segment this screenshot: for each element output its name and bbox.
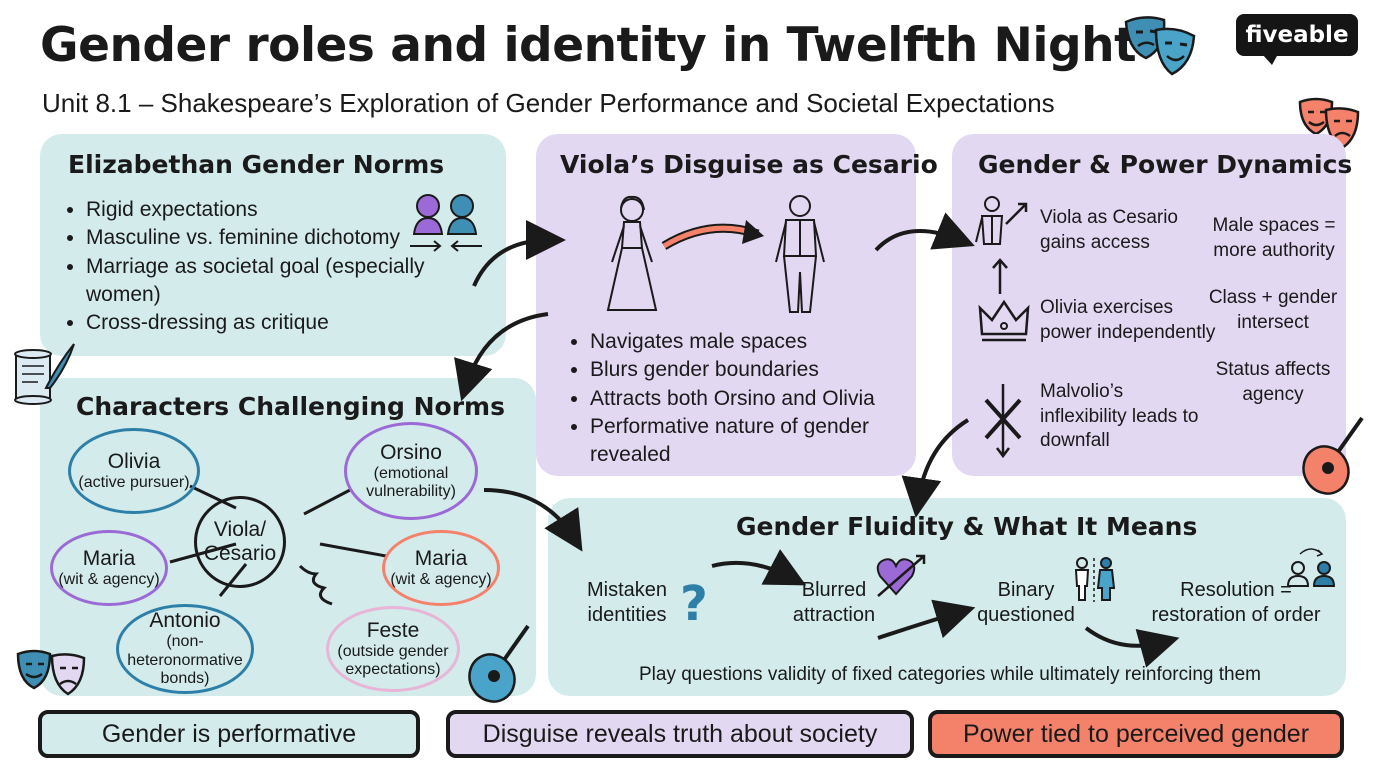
fluidity-footer: Play questions validity of fixed categor…	[638, 664, 1262, 685]
norms-bullet: Marriage as societal goal (especially wo…	[86, 253, 466, 310]
power-note: Status affects agency	[1215, 359, 1331, 405]
fluidity-panel	[548, 498, 1346, 696]
character-desc: (active pursuer)	[78, 473, 190, 491]
character-desc: (emotional vulnerability)	[366, 464, 456, 500]
fiveable-logo[interactable]: fiveable	[1236, 14, 1358, 56]
takeaway-banner: Gender is performative	[38, 710, 420, 758]
power-note: Class + gender intersect	[1208, 287, 1338, 333]
norms-bullet: Cross-dressing as critique	[86, 309, 466, 337]
fluidity-title: Gender Fluidity & What It Means	[736, 512, 1198, 541]
character-node-orsino: Orsino (emotional vulnerability)	[344, 422, 478, 520]
power-note: Male spaces = more authority	[1212, 215, 1336, 261]
figure-rising-icon	[975, 196, 1028, 245]
disguise-title: Viola’s Disguise as Cesario	[560, 150, 938, 179]
disguise-panel	[536, 134, 916, 476]
people-exchange-icon	[1286, 548, 1336, 587]
up-arrow-icon	[992, 258, 1008, 294]
fluidity-step: Resolution = restoration of order	[1151, 579, 1321, 626]
characters-title: Characters Challenging Norms	[76, 392, 505, 421]
question-mark-icon: ?	[680, 576, 708, 628]
fluidity-step: Binary questioned	[977, 579, 1075, 626]
character-name: Maria	[414, 546, 468, 570]
woman-in-dress-icon	[606, 195, 658, 311]
page-subtitle: Unit 8.1 – Shakespeare’s Exploration of …	[42, 88, 1055, 118]
character-name: Feste	[366, 618, 420, 642]
character-desc: (non-heteronormative bonds)	[127, 633, 243, 688]
power-panel	[952, 134, 1346, 476]
norms-bullet: Masculine vs. feminine dichotomy	[86, 224, 466, 252]
transformation-arrow-icon	[661, 220, 764, 250]
man-in-doublet-icon	[775, 195, 825, 313]
character-name: Orsino	[380, 440, 442, 464]
power-title: Gender & Power Dynamics	[978, 150, 1353, 179]
norms-bullet: Rigid expectations	[86, 196, 466, 224]
fluidity-step: Mistaken identities	[586, 579, 668, 626]
disguise-bullet: Attracts both Orsino and Olivia	[590, 385, 920, 413]
lute-icon	[1302, 416, 1364, 495]
character-center-label: Viola/ Cesario	[203, 518, 277, 565]
fluidity-step: Blurred attraction	[792, 579, 876, 626]
disguise-bullet: Blurs gender boundaries	[590, 356, 920, 384]
character-name: Maria	[82, 546, 136, 570]
theater-masks-icon	[1124, 16, 1196, 76]
character-desc: (wit & agency)	[58, 570, 160, 588]
takeaway-banner: Disguise reveals truth about society	[446, 710, 914, 758]
power-item: Malvolio’s inflexibility leads to downfa…	[1040, 381, 1199, 452]
norms-title: Elizabethan Gender Norms	[68, 150, 445, 179]
character-node-feste: Feste (outside gender expectations)	[326, 606, 460, 692]
scroll-quill-icon	[14, 343, 75, 405]
character-node-maria-right: Maria (wit & agency)	[382, 530, 500, 606]
character-node-maria-left: Maria (wit & agency)	[50, 530, 168, 606]
disguise-bullet-list: Navigates male spaces Blurs gender bound…	[566, 328, 920, 470]
character-name: Antonio	[149, 609, 221, 633]
blocked-cross-icon	[984, 384, 1022, 459]
character-desc: (wit & agency)	[390, 570, 492, 588]
disguise-bullet: Navigates male spaces	[590, 328, 920, 356]
character-node-olivia: Olivia (active pursuer)	[68, 428, 200, 514]
character-center-viola: Viola/ Cesario	[194, 496, 286, 588]
character-name: Olivia	[107, 449, 161, 473]
heart-arrow-icon	[876, 554, 926, 597]
theater-masks-icon	[16, 649, 86, 696]
crown-icon	[978, 299, 1030, 342]
character-desc: (outside gender expectations)	[337, 642, 449, 678]
svg-text:?: ?	[680, 576, 708, 628]
power-item: Olivia exercises power independently	[1040, 297, 1216, 343]
page-title: Gender roles and identity in Twelfth Nig…	[40, 18, 1137, 73]
lute-icon	[468, 624, 530, 703]
people-profiles-icon	[410, 194, 482, 252]
power-item: Viola as Cesario gains access	[1040, 207, 1179, 253]
takeaway-banner: Power tied to perceived gender	[928, 710, 1344, 758]
character-node-antonio: Antonio (non-heteronormative bonds)	[116, 604, 254, 694]
binary-figures-icon	[1074, 557, 1116, 602]
norms-bullet-list: Rigid expectations Masculine vs. feminin…	[62, 196, 466, 338]
logo-tail	[1262, 54, 1278, 65]
disguise-bullet: Performative nature of gender revealed	[590, 413, 920, 470]
